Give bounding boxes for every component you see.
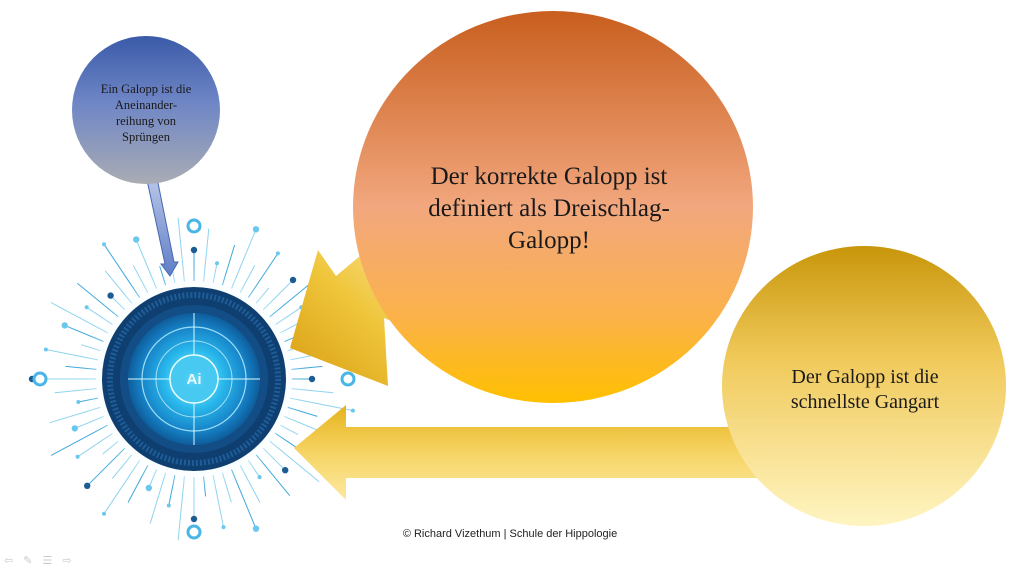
circuit-node — [275, 251, 280, 256]
slideshow-nav-toolbar: ⇦ ✎ ☰ ⇨ — [4, 554, 72, 568]
definition-bubble-text: Ein Galopp ist die Aneinander-reihung vo… — [100, 82, 192, 144]
circuit-node — [350, 408, 355, 413]
copyright-footer: © Richard Vizethum | Schule der Hippolog… — [402, 528, 618, 540]
circuit-node — [107, 292, 114, 299]
circuit-node — [252, 226, 260, 233]
circuit-node — [308, 375, 316, 383]
circuit-node — [84, 305, 89, 310]
circuit-node — [166, 503, 171, 508]
previous-icon[interactable]: ⇦ — [4, 554, 14, 567]
circuit-node — [133, 236, 140, 243]
circuit-node — [215, 261, 219, 266]
circuit-pin — [186, 524, 202, 540]
circuit-node — [190, 246, 198, 254]
circuit-node — [43, 347, 48, 352]
circuit-node — [252, 525, 260, 532]
circuit-node — [282, 467, 289, 474]
circuit-node — [221, 525, 226, 530]
circuit-node — [84, 482, 91, 489]
definition-bubble — [72, 36, 220, 184]
pen-icon[interactable]: ✎ — [23, 554, 33, 567]
ai-hub-label: Ai — [186, 370, 202, 388]
circuit-node — [76, 400, 81, 404]
fastest-gait-bubble-text: Der Galopp ist die schnellste Gangart — [790, 366, 940, 413]
ai-hub-icon — [82, 267, 306, 491]
circuit-node — [145, 484, 152, 492]
next-icon[interactable]: ⇨ — [62, 554, 72, 567]
menu-icon[interactable]: ☰ — [42, 554, 53, 567]
pointer-arrow — [146, 177, 179, 277]
circuit-pin — [186, 218, 202, 234]
fastest-gait-bubble — [722, 246, 1006, 526]
circuit-node — [257, 475, 262, 480]
circuit-node — [102, 511, 106, 516]
circuit-pin — [32, 371, 48, 387]
three-beat-bubble-text: Der korrekte Galopp ist definiert als Dr… — [428, 163, 670, 254]
arrow-yellow-to-hub — [294, 405, 760, 500]
circuit-node — [61, 322, 68, 329]
three-beat-bubble — [353, 11, 753, 403]
circuit-node — [289, 276, 297, 284]
circuit-node — [75, 454, 80, 459]
circuit-node — [190, 515, 198, 523]
circuit-pin — [340, 371, 356, 387]
circuit-node — [102, 242, 106, 247]
circuit-node — [71, 425, 79, 432]
